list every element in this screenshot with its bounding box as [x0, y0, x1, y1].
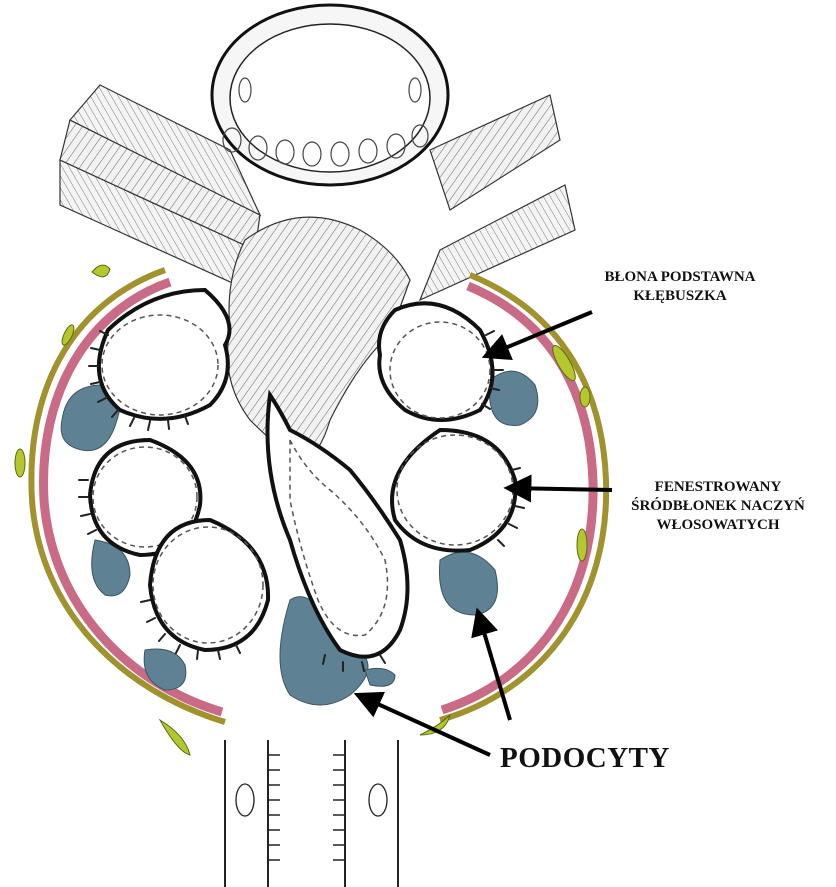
label-endothelium: FENESTROWANY ŚRÓDBŁONEK NACZYŃ WŁOSOWATY…	[606, 478, 830, 534]
label-basement-membrane: BŁONA PODSTAWNA KŁĘBUSZKA	[580, 268, 780, 306]
label-podocytes: PODOCYTY	[500, 740, 670, 776]
label-basement-membrane-line1: BŁONA PODSTAWNA	[580, 268, 780, 287]
proximal-tubule	[225, 740, 398, 887]
arrow-podocyte-center	[358, 695, 490, 755]
arrow-endothelium	[508, 488, 612, 490]
label-endothelium-line3: WŁOSOWATYCH	[606, 516, 830, 535]
arteriole-right	[420, 95, 575, 300]
label-endothelium-line2: ŚRÓDBŁONEK NACZYŃ	[606, 497, 830, 516]
label-endothelium-line1: FENESTROWANY	[606, 478, 830, 497]
label-basement-membrane-line2: KŁĘBUSZKA	[580, 287, 780, 306]
distal-tubule	[212, 5, 448, 185]
